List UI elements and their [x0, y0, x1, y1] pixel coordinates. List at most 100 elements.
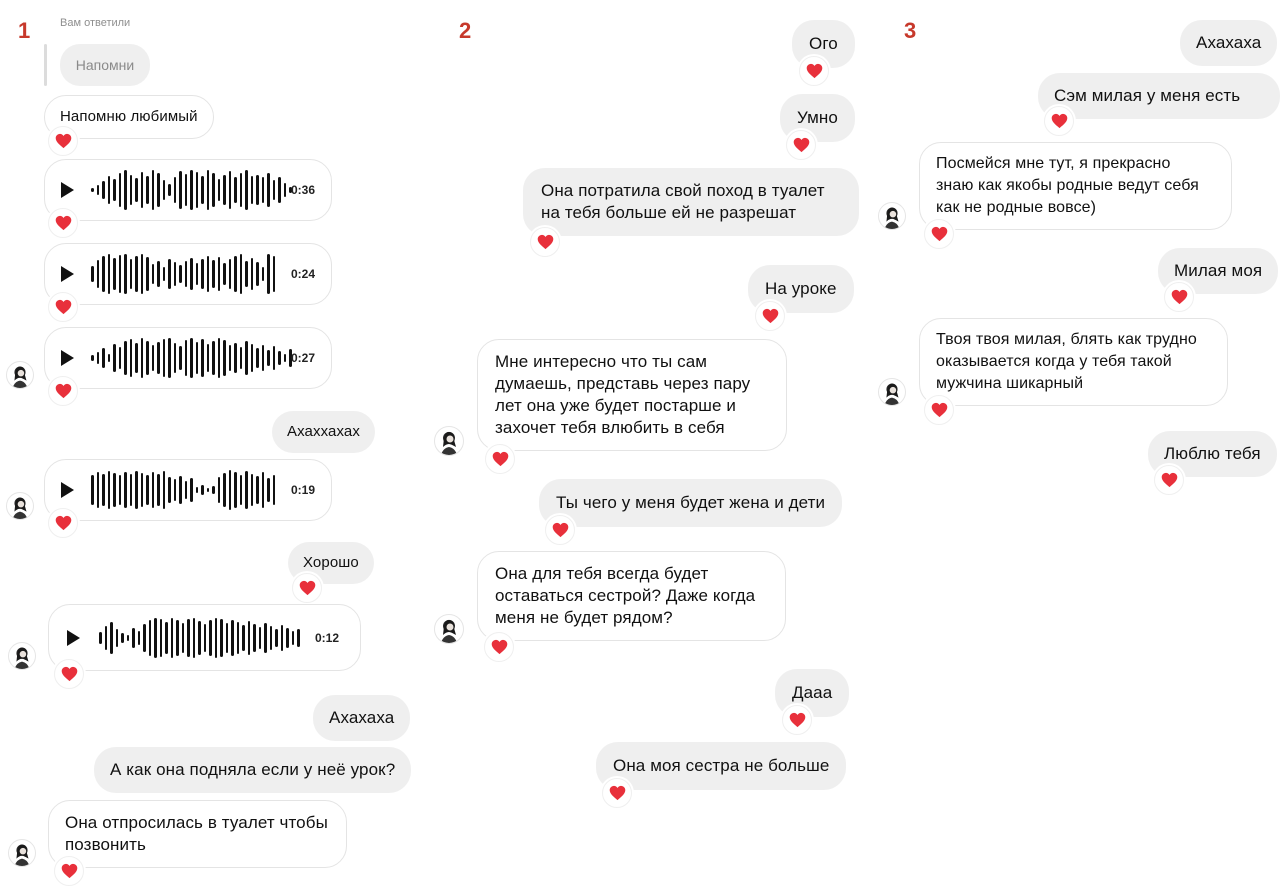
message-text: Хорошо [303, 554, 359, 571]
heart-reaction[interactable] [1154, 465, 1184, 495]
message-text: Твоя твоя милая, блять как трудно оказыв… [936, 331, 1197, 392]
heart-reaction[interactable] [786, 130, 816, 160]
message-text: Сэм милая у меня есть ты [1054, 86, 1241, 127]
panel-number-3: 3 [904, 18, 917, 43]
play-icon[interactable] [61, 482, 74, 498]
message-text: Она для тебя всегда будет оставаться сес… [495, 564, 756, 627]
voice-message[interactable]: 0:12 [48, 604, 361, 671]
message-outgoing[interactable]: Ты чего у меня будет жена и дети [539, 479, 843, 527]
voice-message[interactable]: 0:24 [44, 243, 332, 305]
message-incoming[interactable]: Напомню любимый [44, 95, 214, 139]
heart-reaction[interactable] [48, 508, 78, 538]
message-text: На уроке [765, 279, 837, 298]
waveform [99, 617, 300, 658]
message-text: Умно [797, 108, 838, 127]
voice-message[interactable]: 0:19 [44, 459, 332, 521]
heart-icon [762, 308, 779, 324]
heart-icon [492, 451, 509, 467]
message-text: Мне интересно что ты сам думаешь, предст… [495, 352, 751, 437]
heart-reaction[interactable] [782, 705, 812, 735]
heart-reaction[interactable] [48, 126, 78, 156]
message-outgoing[interactable]: Хорошо [288, 542, 374, 584]
message-incoming[interactable]: Она для тебя всегда будет оставаться сес… [477, 551, 786, 641]
message-incoming[interactable]: Твоя твоя милая, блять как трудно оказыв… [919, 318, 1228, 406]
waveform [91, 338, 292, 378]
contact-avatar[interactable] [878, 202, 906, 230]
voice-message[interactable]: 0:36 [44, 159, 332, 221]
heart-icon [61, 863, 78, 879]
waveform [91, 254, 275, 294]
message-outgoing[interactable]: Она моя сестра не больше [596, 742, 847, 790]
heart-icon [55, 383, 72, 399]
heart-reaction[interactable] [1164, 282, 1194, 312]
voice-duration: 0:27 [291, 351, 316, 365]
contact-avatar[interactable] [434, 426, 464, 456]
contact-avatar[interactable] [434, 614, 464, 644]
heart-icon [55, 133, 72, 149]
heart-reaction[interactable] [48, 208, 78, 238]
message-outgoing[interactable]: Ахахаха [1180, 20, 1278, 66]
voice-duration: 0:12 [315, 630, 340, 645]
message-text: Она моя сестра не больше [613, 756, 830, 775]
heart-reaction[interactable] [1044, 106, 1074, 136]
message-text: Дааа [792, 683, 833, 702]
play-icon[interactable] [61, 350, 74, 366]
heart-reaction[interactable] [602, 778, 632, 808]
message-outgoing[interactable]: Ахахаха [313, 695, 411, 741]
heart-reaction[interactable] [799, 56, 829, 86]
heart-icon [61, 666, 78, 682]
heart-icon [491, 639, 508, 655]
heart-icon [55, 515, 72, 531]
heart-icon [552, 522, 569, 538]
heart-reaction[interactable] [545, 515, 575, 545]
message-incoming[interactable]: Посмейся мне тут, я прекрасно знаю как я… [919, 142, 1232, 230]
heart-reaction[interactable] [485, 444, 515, 474]
message-outgoing[interactable]: А как она подняла если у неё урок? [94, 747, 412, 793]
contact-avatar[interactable] [6, 361, 34, 389]
heart-reaction[interactable] [48, 376, 78, 406]
heart-reaction[interactable] [48, 292, 78, 322]
contact-avatar[interactable] [8, 642, 36, 670]
play-icon[interactable] [67, 629, 80, 646]
heart-reaction[interactable] [924, 219, 954, 249]
message-text: Напомню любимый [60, 108, 198, 125]
heart-reaction[interactable] [484, 632, 514, 662]
message-text: Ахаххахах [287, 423, 360, 440]
heart-reaction[interactable] [755, 301, 785, 331]
message-outgoing[interactable]: Сэм милая у меня есть ты [1038, 73, 1280, 127]
voice-duration: 0:19 [291, 483, 316, 497]
voice-message[interactable]: 0:27 [44, 327, 332, 389]
message-text: Люблю тебя [1164, 444, 1261, 463]
heart-icon [931, 226, 948, 242]
heart-reaction[interactable] [530, 227, 560, 257]
voice-duration: 0:36 [291, 183, 316, 197]
heart-icon [609, 785, 626, 801]
waveform [91, 170, 292, 210]
message-outgoing[interactable]: Она потратила свой поход в туалет на теб… [523, 168, 859, 236]
message-outgoing[interactable]: Ахаххахах [272, 411, 375, 453]
contact-avatar[interactable] [8, 839, 36, 867]
play-icon[interactable] [61, 182, 74, 198]
message-incoming[interactable]: Она отпросилась в туалет чтобы позвонить [48, 800, 347, 868]
heart-reaction[interactable] [924, 395, 954, 425]
quoted-message[interactable]: Напомни [60, 44, 150, 86]
message-text: Она потратила свой поход в туалет на теб… [541, 181, 825, 222]
panel-number-1: 1 [18, 18, 31, 43]
heart-reaction[interactable] [54, 659, 84, 689]
heart-icon [537, 234, 554, 250]
contact-avatar[interactable] [6, 492, 34, 520]
contact-avatar[interactable] [878, 378, 906, 406]
message-text: Ахахаха [1196, 33, 1262, 52]
heart-icon [1051, 113, 1068, 129]
message-text: Ахахаха [329, 708, 395, 727]
play-icon[interactable] [61, 266, 74, 282]
message-text: Милая моя [1174, 261, 1263, 280]
voice-duration: 0:24 [291, 267, 316, 281]
message-incoming[interactable]: Мне интересно что ты сам думаешь, предст… [477, 339, 787, 451]
message-text: А как она подняла если у неё урок? [110, 760, 396, 779]
heart-reaction[interactable] [292, 573, 322, 603]
heart-reaction[interactable] [54, 856, 84, 886]
panel-number-2: 2 [459, 18, 472, 43]
heart-icon [931, 402, 948, 418]
heart-icon [55, 299, 72, 315]
